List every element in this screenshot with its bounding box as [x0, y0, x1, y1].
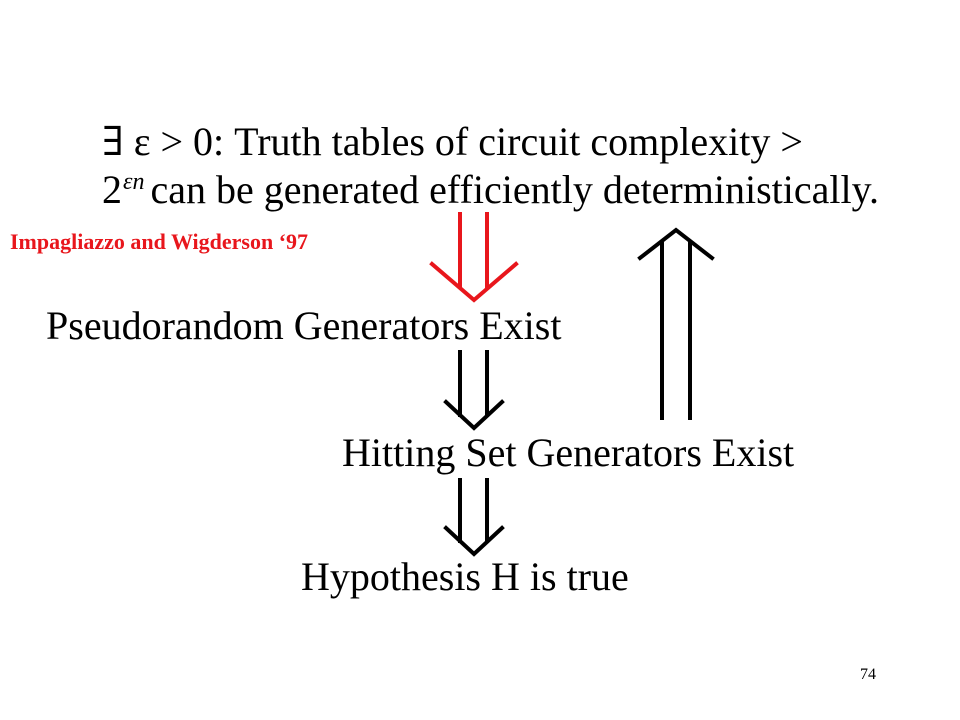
statement-line-2-text: can be generated efficiently determinist… — [150, 167, 880, 212]
double-arrow-down-icon — [443, 478, 505, 557]
node-pseudorandom-generators: Pseudorandom Generators Exist — [46, 303, 562, 348]
double-arrow-down-icon — [429, 212, 519, 303]
statement-line-1: ∃ ε > 0: Truth tables of circuit complex… — [102, 119, 803, 164]
node-hitting-set-generators: Hitting Set Generators Exist — [342, 430, 795, 475]
power-base: 2 — [102, 167, 122, 212]
power-exponent: εn — [123, 169, 145, 195]
node-hypothesis: Hypothesis H is true — [301, 554, 629, 599]
double-arrow-up-icon — [637, 227, 715, 420]
page-number: 74 — [860, 666, 876, 683]
citation-label: Impagliazzo and Wigderson ‘97 — [10, 229, 309, 254]
double-arrow-down-icon — [443, 350, 505, 431]
